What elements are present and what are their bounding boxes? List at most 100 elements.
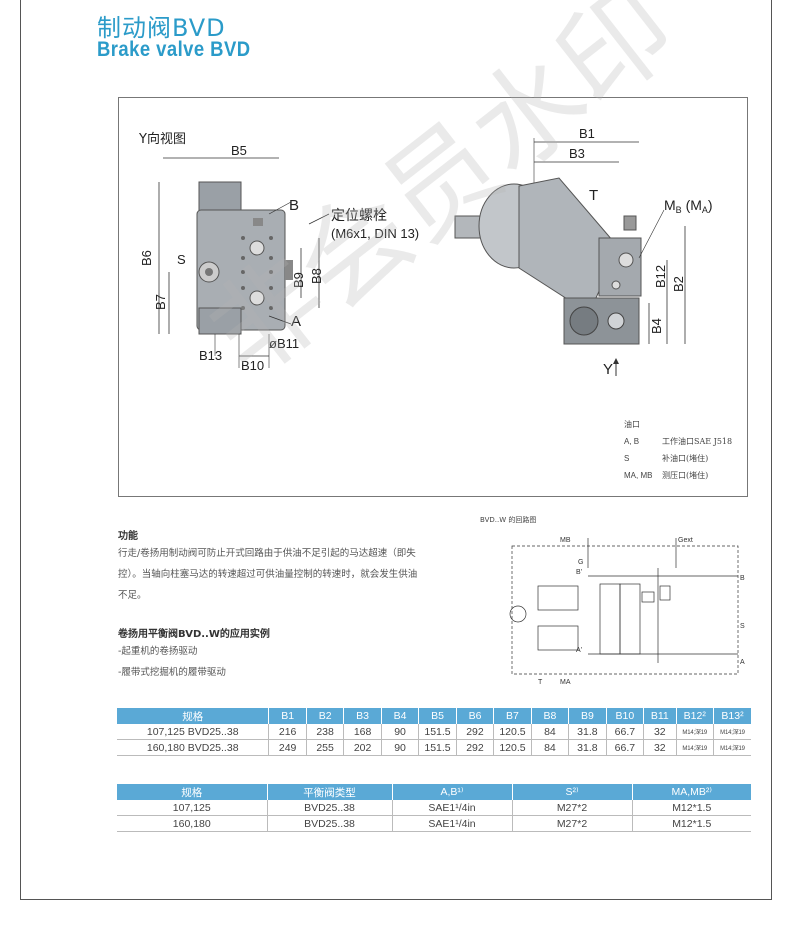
dim-b2: B2 xyxy=(671,276,686,292)
table-header-row: 规格 B1 B2 B3 B4 B5 B6 B7 B8 B9 B10 B11 B1… xyxy=(117,708,751,724)
table-header: 规格 xyxy=(117,784,267,800)
dim-b13: B13 xyxy=(199,348,222,363)
circuit-label-ap: A' xyxy=(576,647,582,654)
function-text: 行走/卷扬用制动阀可防止开式回路由于供油不足引起的马达超速（即失 控）。当轴向柱… xyxy=(118,543,417,606)
port-table: 规格 平衡阀类型 A,B¹⁾ S²⁾ MA,MB²⁾ 107,125 BVD25… xyxy=(117,784,751,832)
table-cell: BVD25..38 xyxy=(266,800,392,816)
bolt-spec: (M6x1, DIN 13) xyxy=(331,226,419,241)
technical-drawing: Y向视图 B5 B6 B7 xyxy=(118,97,748,497)
table-cell: M14;深19 xyxy=(712,739,751,756)
table-cell: 151.5 xyxy=(418,739,457,756)
circuit-label-b: B xyxy=(740,575,745,582)
table-cell: 66.7 xyxy=(605,739,644,756)
table-cell: M27*2 xyxy=(511,800,632,816)
port-a: A xyxy=(291,313,301,330)
port-b: B xyxy=(289,197,299,214)
dim-b5: B5 xyxy=(231,143,247,158)
view-label: Y向视图 xyxy=(138,131,186,147)
table-cell: SAE1¹/4in xyxy=(391,800,512,816)
table-header-row: 规格 平衡阀类型 A,B¹⁾ S²⁾ MA,MB²⁾ xyxy=(117,784,751,800)
dim-b6: B6 xyxy=(139,250,154,266)
table-cell: 120.5 xyxy=(493,724,532,740)
view-y: Y xyxy=(603,361,613,378)
legend-key: A, B xyxy=(624,437,640,446)
table-header: B5 xyxy=(418,708,457,724)
table-header: B6 xyxy=(455,708,494,724)
table-row: 160,180 BVD25..38 SAE1¹/4in M27*2 M12*1.… xyxy=(117,815,751,832)
table-cell: 160,180 xyxy=(117,815,267,832)
table-row: 160,180 BVD25..38 249 255 202 90 151.5 2… xyxy=(117,739,751,756)
table-cell: 168 xyxy=(343,724,382,740)
table-header: B7 xyxy=(493,708,532,724)
circuit-label-a: A xyxy=(740,659,745,666)
function-line: 不足。 xyxy=(118,590,147,601)
table-header: B1 xyxy=(268,708,307,724)
dim-b4: B4 xyxy=(649,318,664,334)
table-header: B13² xyxy=(712,708,751,724)
table-cell: 216 xyxy=(268,724,307,740)
dim-b11: øB11 xyxy=(269,336,299,351)
table-cell: 32 xyxy=(643,724,676,740)
table-row: 107,125 BVD25..38 216 238 168 90 151.5 2… xyxy=(117,724,751,740)
application-list: -起重机的卷扬驱动 -履带式挖掘机的履带驱动 xyxy=(118,641,226,683)
table-header: A,B¹⁾ xyxy=(391,784,512,800)
table-cell: M12*1.5 xyxy=(631,815,751,832)
page-frame xyxy=(20,0,772,900)
table-row: 107,125 BVD25..38 SAE1¹/4in M27*2 M12*1.… xyxy=(117,800,751,816)
table-cell: M14;深19 xyxy=(675,724,714,740)
table-cell: 292 xyxy=(455,739,494,756)
table-cell: 238 xyxy=(305,724,344,740)
bolt-label: 定位螺栓 xyxy=(331,208,387,224)
dim-b7: B7 xyxy=(153,294,168,310)
table-header: B2 xyxy=(305,708,344,724)
dim-b1: B1 xyxy=(579,126,595,141)
legend-row: A, B 工作油口SAE J518 xyxy=(624,433,732,450)
page-title-cn: 制动阀BVD xyxy=(97,14,226,42)
circuit-label-ma: MA xyxy=(560,679,571,686)
dim-b8: B8 xyxy=(309,268,324,284)
table-header: B12² xyxy=(675,708,714,724)
table-cell: 107,125 BVD25..38 xyxy=(117,724,269,740)
function-line: 行走/卷扬用制动阀可防止开式回路由于供油不足引起的马达超速（即失 xyxy=(118,548,416,559)
legend-value: 工作油口SAE J518 xyxy=(662,437,733,446)
table-header: 规格 xyxy=(117,708,269,724)
circuit-label-gext: Gext xyxy=(678,537,693,544)
dim-b3: B3 xyxy=(569,146,585,161)
table-header: B4 xyxy=(380,708,419,724)
legend-key: MA, MB xyxy=(624,471,653,480)
table-header: S²⁾ xyxy=(511,784,632,800)
page-title-en: Brake valve BVD xyxy=(97,38,251,61)
dim-b9: B9 xyxy=(291,272,306,288)
table-cell: 202 xyxy=(343,739,382,756)
table-cell: 151.5 xyxy=(418,724,457,740)
application-item: -履带式挖掘机的履带驱动 xyxy=(118,667,226,678)
legend-key: S xyxy=(624,454,630,463)
dimension-table: 规格 B1 B2 B3 B4 B5 B6 B7 B8 B9 B10 B11 B1… xyxy=(117,708,751,756)
table-cell: 66.7 xyxy=(605,724,644,740)
drawing-svg: Y向视图 B5 B6 B7 xyxy=(138,126,713,378)
table-cell: 84 xyxy=(530,739,569,756)
table-cell: 255 xyxy=(305,739,344,756)
table-cell: 31.8 xyxy=(568,724,607,740)
table-header: MA,MB²⁾ xyxy=(631,784,751,800)
table-cell: M14;深19 xyxy=(675,739,714,756)
table-cell: 90 xyxy=(380,739,419,756)
table-header: B3 xyxy=(343,708,382,724)
table-cell: M14;深19 xyxy=(712,724,751,740)
dim-b10: B10 xyxy=(241,358,264,373)
circuit-label-bp: B' xyxy=(576,569,582,576)
table-cell: 84 xyxy=(530,724,569,740)
function-heading: 功能 xyxy=(118,531,138,542)
circuit-title: BVD..W 的回路图 xyxy=(480,516,537,524)
table-cell: BVD25..38 xyxy=(266,815,392,832)
table-cell: 107,125 xyxy=(117,800,267,816)
table-cell: 160,180 BVD25..38 xyxy=(117,739,269,756)
table-cell: 90 xyxy=(380,724,419,740)
table-header: B9 xyxy=(568,708,607,724)
port-mb: MB (MA) xyxy=(664,197,713,215)
table-cell: M27*2 xyxy=(511,815,632,832)
table-cell: 292 xyxy=(455,724,494,740)
